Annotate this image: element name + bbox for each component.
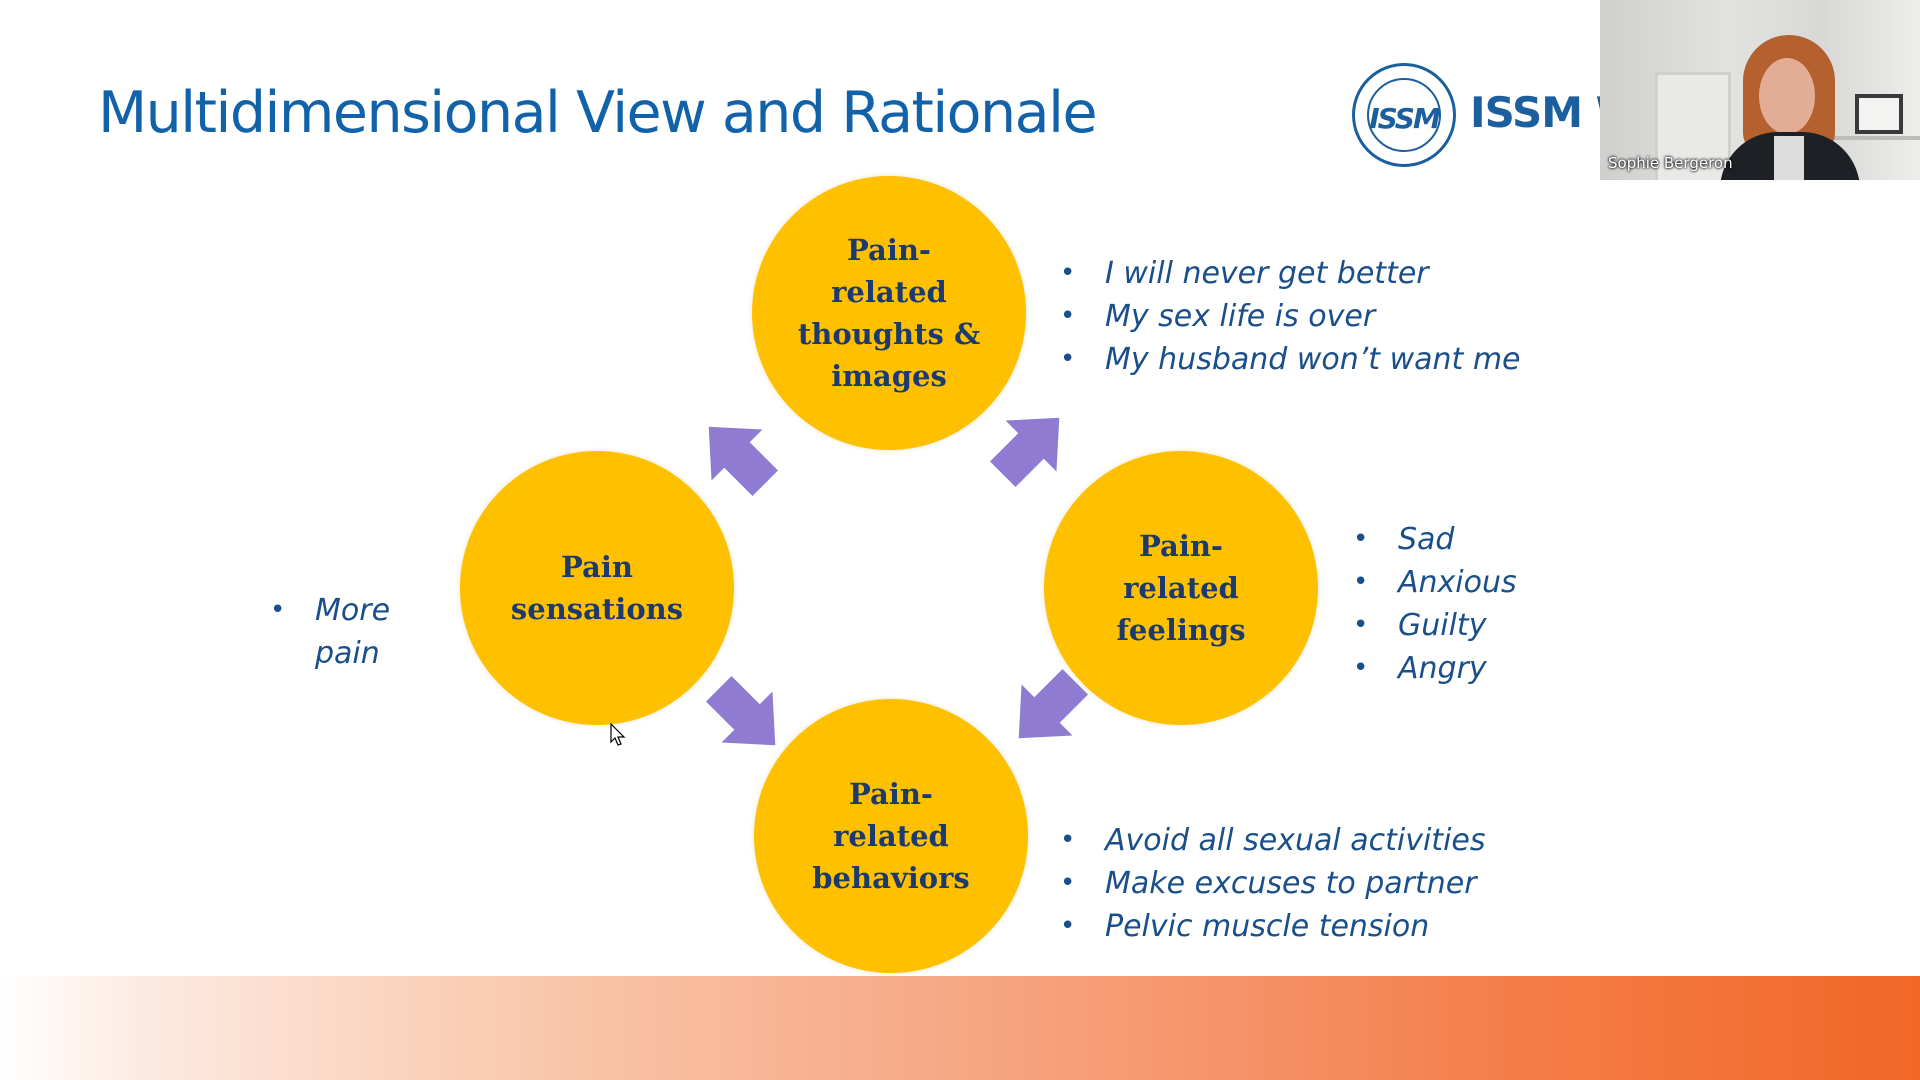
list-item: My sex life is over xyxy=(1060,295,1521,338)
circle-thoughts: Pain- related thoughts & images xyxy=(752,176,1026,450)
mouse-cursor-icon xyxy=(610,722,626,747)
circle-thoughts-label: Pain- related thoughts & images xyxy=(797,233,981,393)
list-item: Guilty xyxy=(1353,604,1517,647)
arrow-up-left-icon xyxy=(690,660,803,773)
list-item: Avoid all sexual activities xyxy=(1060,819,1486,862)
arrow-down-right-icon xyxy=(974,389,1087,502)
issm-logo-seal: ISSM xyxy=(1352,63,1456,167)
circle-behaviors-label: Pain- related behaviors xyxy=(812,777,970,895)
behaviors-bullet-list: Avoid all sexual activities Make excuses… xyxy=(1060,819,1486,948)
list-item: Angry xyxy=(1353,647,1517,690)
list-item: Anxious xyxy=(1353,561,1517,604)
list-item: Sad xyxy=(1353,518,1517,561)
slide-title: Multidimensional View and Rationale xyxy=(98,80,1098,146)
slide-footer-gradient-bar xyxy=(0,976,1920,1080)
list-item: Make excuses to partner xyxy=(1060,862,1486,905)
circle-sensations: Pain sensations xyxy=(460,451,734,725)
circle-feelings-label: Pain- related feelings xyxy=(1116,529,1246,647)
list-item: Pelvic muscle tension xyxy=(1060,905,1486,948)
circle-sensations-label: Pain sensations xyxy=(510,550,684,626)
thoughts-bullet-list: I will never get better My sex life is o… xyxy=(1060,252,1521,381)
circle-feelings: Pain- related feelings xyxy=(1044,451,1318,725)
arrow-up-right-icon xyxy=(680,398,793,511)
circle-behaviors: Pain- related behaviors xyxy=(754,699,1028,973)
participant-name-label: Sophie Bergeron xyxy=(1608,154,1733,172)
arrow-down-left-icon xyxy=(990,653,1103,766)
feelings-bullet-list: Sad Anxious Guilty Angry xyxy=(1353,518,1517,690)
list-item: More pain xyxy=(270,589,390,675)
list-item: I will never get better xyxy=(1060,252,1521,295)
list-item: My husband won’t want me xyxy=(1060,338,1521,381)
issm-logo-monogram: ISSM xyxy=(1369,102,1441,135)
sensations-bullet-list: More pain xyxy=(270,546,390,718)
participant-video-tile[interactable]: Sophie Bergeron xyxy=(1600,0,1920,180)
